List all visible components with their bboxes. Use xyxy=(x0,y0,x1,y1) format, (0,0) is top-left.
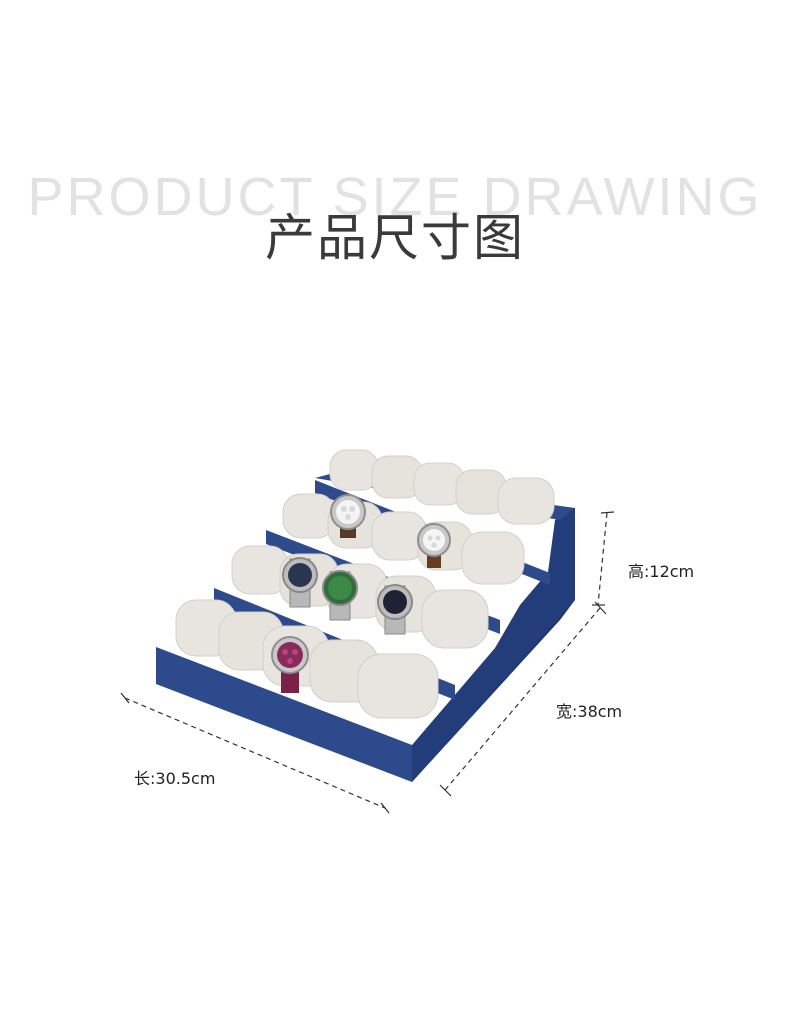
watch-brown-strap-white xyxy=(417,523,451,568)
watch-steel-green xyxy=(322,570,358,621)
tier-4-pillows xyxy=(329,449,555,525)
watch-steel-navy xyxy=(282,557,318,608)
height-dimension-line xyxy=(597,512,608,606)
width-dimension-line xyxy=(444,607,601,791)
page-title-english: PRODUCT SIZE DRAWING xyxy=(27,167,763,227)
tray-front-bottom xyxy=(156,647,412,782)
tier-1-pillows xyxy=(175,599,439,719)
dimension-lines xyxy=(124,512,608,809)
length-label: 长:30.5cm xyxy=(134,769,216,788)
watch-purple-strap xyxy=(271,636,309,693)
height-label: 高:12cm xyxy=(628,562,695,581)
page-title-chinese: 产品尺寸图 xyxy=(265,209,525,267)
watch-silver-white xyxy=(330,494,366,538)
watch-steel-black xyxy=(377,584,413,635)
width-label: 宽:38cm xyxy=(556,702,623,721)
length-dimension-line xyxy=(124,697,386,809)
